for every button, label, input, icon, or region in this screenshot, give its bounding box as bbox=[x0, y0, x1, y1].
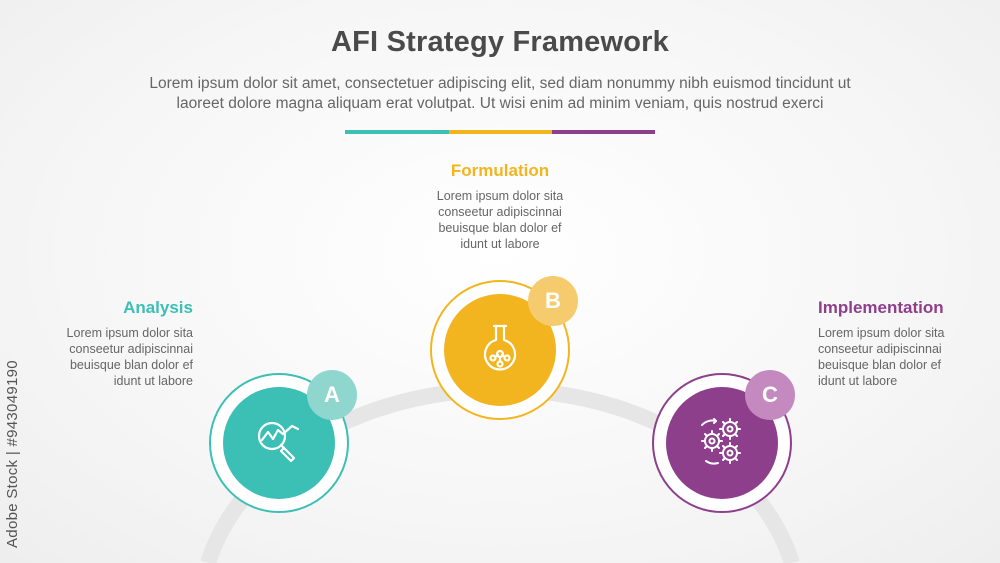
badge-c: C bbox=[745, 370, 795, 420]
text-line: Lorem ipsum dolor sita bbox=[818, 326, 945, 340]
subtitle-line: Lorem ipsum dolor sit amet, consectetuer… bbox=[149, 75, 851, 92]
gears-icon bbox=[694, 413, 750, 474]
text-line: idunt ut labore bbox=[818, 374, 898, 388]
step-text-analysis: Lorem ipsum dolor sita conseetur adipisc… bbox=[40, 325, 193, 389]
step-heading-formulation: Formulation bbox=[450, 161, 550, 180]
step-text-formulation: Lorem ipsum dolor sita conseetur adipisc… bbox=[400, 188, 600, 252]
divider-segment-yellow bbox=[449, 130, 552, 134]
text-line: conseetur adipiscinnai bbox=[438, 205, 562, 219]
divider-segment-purple bbox=[552, 130, 655, 134]
text-line: Lorem ipsum dolor sita bbox=[436, 189, 564, 203]
stock-watermark: Adobe Stock | #943049190 bbox=[4, 360, 21, 548]
text-line: beuisque blan dolor ef bbox=[818, 358, 942, 372]
step-text-implementation: Lorem ipsum dolor sita conseetur adipisc… bbox=[818, 325, 988, 389]
text-line: Lorem ipsum dolor sita bbox=[66, 326, 193, 340]
badge-b: B bbox=[528, 276, 578, 326]
flask-icon bbox=[475, 320, 525, 381]
magnifier-chart-icon bbox=[252, 414, 306, 473]
divider-segment-teal bbox=[345, 130, 449, 134]
text-line: conseetur adipiscinnai bbox=[818, 342, 942, 356]
text-line: beuisque blan dolor ef bbox=[438, 221, 562, 235]
page-title: AFI Strategy Framework bbox=[331, 26, 669, 58]
subtitle-line: laoreet dolore magna aliquam erat volutp… bbox=[176, 95, 824, 112]
subtitle: Lorem ipsum dolor sit amet, consectetuer… bbox=[60, 74, 940, 114]
text-line: conseetur adipiscinnai bbox=[69, 342, 193, 356]
text-line: idunt ut labore bbox=[113, 374, 193, 388]
step-heading-analysis: Analysis bbox=[123, 298, 193, 317]
text-line: beuisque blan dolor ef bbox=[69, 358, 193, 372]
text-line: idunt ut labore bbox=[460, 237, 540, 251]
badge-a: A bbox=[307, 370, 357, 420]
step-heading-implementation: Implementation bbox=[818, 298, 944, 317]
